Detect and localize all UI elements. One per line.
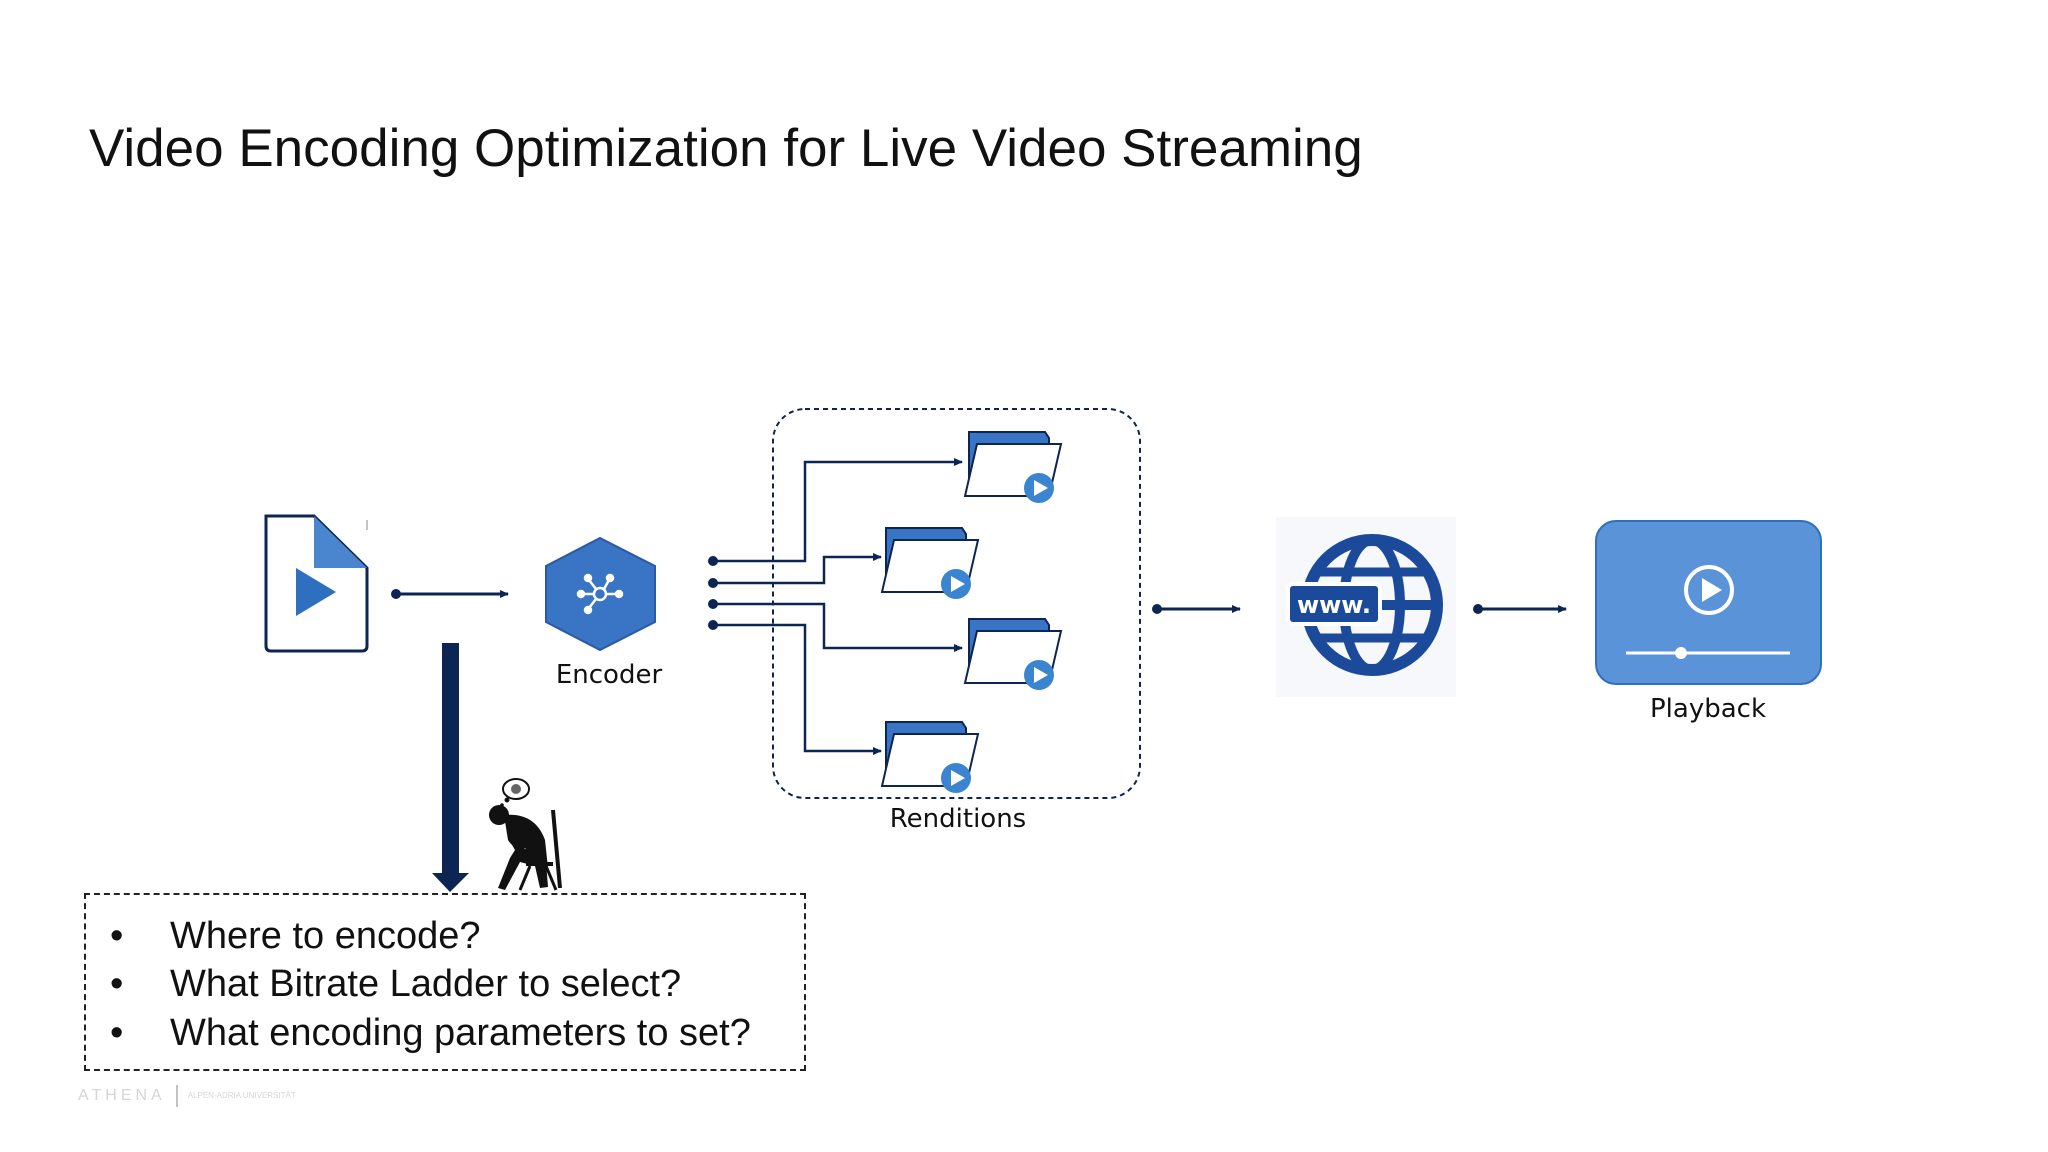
rendition-folder-1 — [964, 431, 1062, 504]
arrow-down-to-questions — [432, 643, 469, 892]
question-text: What Bitrate Ladder to select? — [170, 963, 682, 1005]
bullet: • — [110, 915, 124, 957]
player-icon — [1595, 520, 1822, 685]
footer-logos: ATHENA ALPEN-ADRIA UNIVERSITÄT — [78, 1083, 296, 1109]
encoder-label: Encoder — [555, 660, 663, 690]
encoder-branch-lines — [708, 458, 963, 755]
bullet: • — [110, 963, 124, 1005]
university-logo: ALPEN-ADRIA UNIVERSITÄT — [187, 1091, 296, 1100]
footer-separator — [175, 1085, 178, 1107]
rendition-folder-4 — [881, 721, 979, 794]
renditions-group — [772, 408, 1141, 799]
rendition-folder-3 — [964, 618, 1062, 691]
question-text: What encoding parameters to set? — [170, 1012, 751, 1054]
playback-label: Playback — [1649, 694, 1767, 724]
bullet: • — [110, 1012, 124, 1054]
arrow-renditions-to-web — [1152, 604, 1241, 614]
arrow-web-to-playback — [1473, 604, 1567, 614]
arrow-source-to-encoder — [391, 589, 509, 599]
encoder-hexagon-icon — [545, 536, 656, 652]
renditions-label: Renditions — [889, 804, 1027, 834]
www-globe-icon: www. — [1276, 517, 1456, 697]
questions-box: • Where to encode? • What Bitrate Ladder… — [84, 893, 806, 1071]
video-file-icon — [264, 514, 369, 653]
thinking-person-icon — [489, 778, 562, 891]
svg-text:www.: www. — [1297, 591, 1371, 619]
slide-title: Video Encoding Optimization for Live Vid… — [89, 119, 1363, 178]
athena-logo: ATHENA — [78, 1087, 166, 1104]
question-text: Where to encode? — [170, 915, 481, 957]
rendition-folder-2 — [881, 527, 979, 600]
